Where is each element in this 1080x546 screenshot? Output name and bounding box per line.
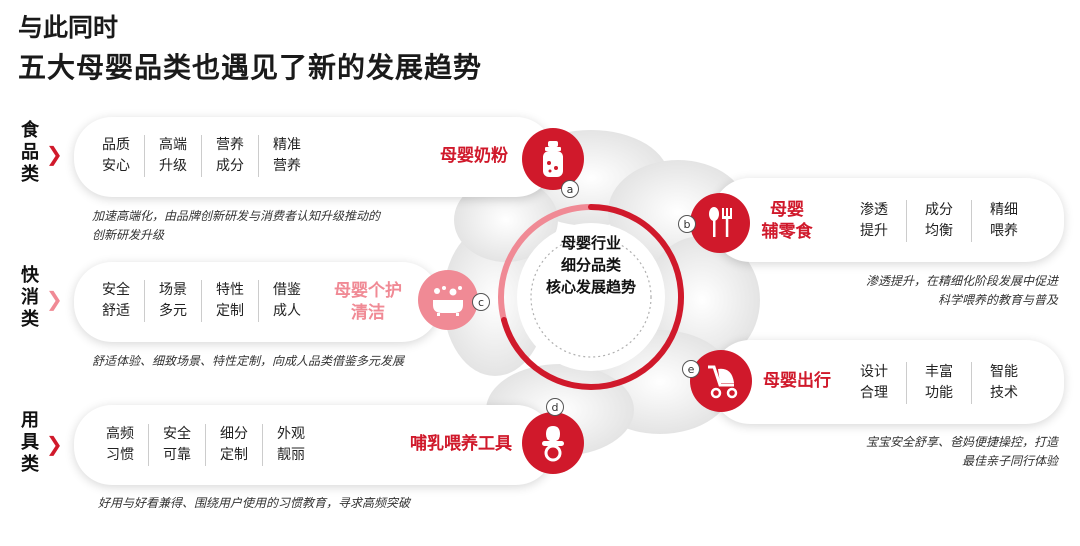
bath-tub-icon	[418, 270, 478, 330]
badge-d: d	[546, 398, 564, 416]
category-card-personal-care	[74, 262, 440, 342]
badge-e: e	[682, 360, 700, 378]
trend-items-personal-care: 安全舒适 场景多元 特性定制 借鉴成人	[88, 280, 315, 322]
trend-items-mobility: 设计合理 丰富功能 智能技术	[842, 362, 1036, 404]
center-dotted-ring	[530, 236, 652, 358]
category-name-milk-powder: 母婴奶粉	[440, 146, 508, 166]
center-disc	[517, 223, 665, 371]
spoon-fork-icon	[690, 193, 750, 253]
trend-item: 品质安心	[102, 137, 130, 174]
category-name-complementary-food: 母婴 辅零食	[761, 200, 813, 242]
category-desc-feeding-tools: 好用与好看兼得、围绕用户使用的习惯教育，寻求高频突破	[98, 496, 411, 510]
category-card-milk-powder	[74, 117, 554, 197]
category-desc-complementary-food: 渗透提升，在精细化阶段发展中促进 科学喂养的教育与普及	[865, 274, 1058, 307]
trend-item: 高频习惯	[106, 426, 134, 463]
milk-bottle-icon	[522, 128, 584, 190]
trend-item: 成分均衡	[906, 200, 971, 242]
category-name-personal-care: 母婴个护 清洁	[334, 281, 402, 323]
category-desc-personal-care: 舒适体验、细致场景、特性定制，向成人品类借鉴多元发展	[92, 354, 405, 368]
trend-item: 细分定制	[205, 424, 262, 466]
category-card-mobility	[712, 340, 1064, 424]
chevron-right-icon: ❯	[46, 287, 63, 311]
trend-items-complementary-food: 渗透提升 成分均衡 精细喂养	[842, 200, 1036, 242]
trend-item: 安全可靠	[148, 424, 205, 466]
stroller-icon	[690, 350, 752, 412]
trend-item: 智能技术	[971, 362, 1036, 404]
trend-items-feeding-tools: 高频习惯 安全可靠 细分定制 外观靓丽	[92, 424, 319, 466]
center-title: 母婴行业 细分品类 核心发展趋势	[545, 234, 636, 296]
trend-item: 特性定制	[201, 280, 258, 322]
trend-item: 外观靓丽	[262, 424, 319, 466]
category-card-complementary-food	[712, 178, 1064, 262]
ring-arc-pink	[498, 204, 594, 323]
chevron-right-icon: ❯	[46, 142, 63, 166]
category-desc-mobility: 宝宝安全舒享、爸妈便捷操控，打造 最佳亲子同行体验	[865, 435, 1058, 468]
badge-a: a	[561, 180, 579, 198]
badge-c: c	[472, 293, 490, 311]
heading-line-1: 与此同时	[18, 13, 119, 42]
group-label-fmcg: 快 消 类	[21, 265, 39, 330]
trend-items-milk-powder: 品质安心 高端升级 营养成分 精准营养	[88, 135, 315, 177]
trend-item: 渗透提升	[860, 202, 888, 239]
trend-item: 精细喂养	[971, 200, 1036, 242]
trend-item: 高端升级	[144, 135, 201, 177]
trend-item: 场景多元	[144, 280, 201, 322]
group-label-food: 食 品 类	[21, 120, 39, 185]
trend-item: 设计合理	[860, 364, 888, 401]
ring-arc-red	[501, 204, 685, 390]
heading-line-2: 五大母婴品类也遇见了新的发展趋势	[18, 51, 483, 84]
chevron-right-icon: ❯	[46, 432, 63, 456]
category-name-mobility: 母婴出行	[763, 371, 831, 391]
group-label-tools: 用 具 类	[21, 410, 39, 475]
pacifier-icon	[522, 412, 584, 474]
category-desc-milk-powder: 加速高端化，由品牌创新研发与消费者认知升级推动的 创新研发升级	[92, 209, 381, 242]
category-name-feeding-tools: 哺乳喂养工具	[410, 434, 512, 454]
trend-item: 精准营养	[258, 135, 315, 177]
trend-item: 借鉴成人	[258, 280, 315, 322]
badge-b: b	[678, 215, 696, 233]
trend-item: 安全舒适	[102, 282, 130, 319]
trend-item: 营养成分	[201, 135, 258, 177]
trend-item: 丰富功能	[906, 362, 971, 404]
category-card-feeding-tools	[74, 405, 554, 485]
